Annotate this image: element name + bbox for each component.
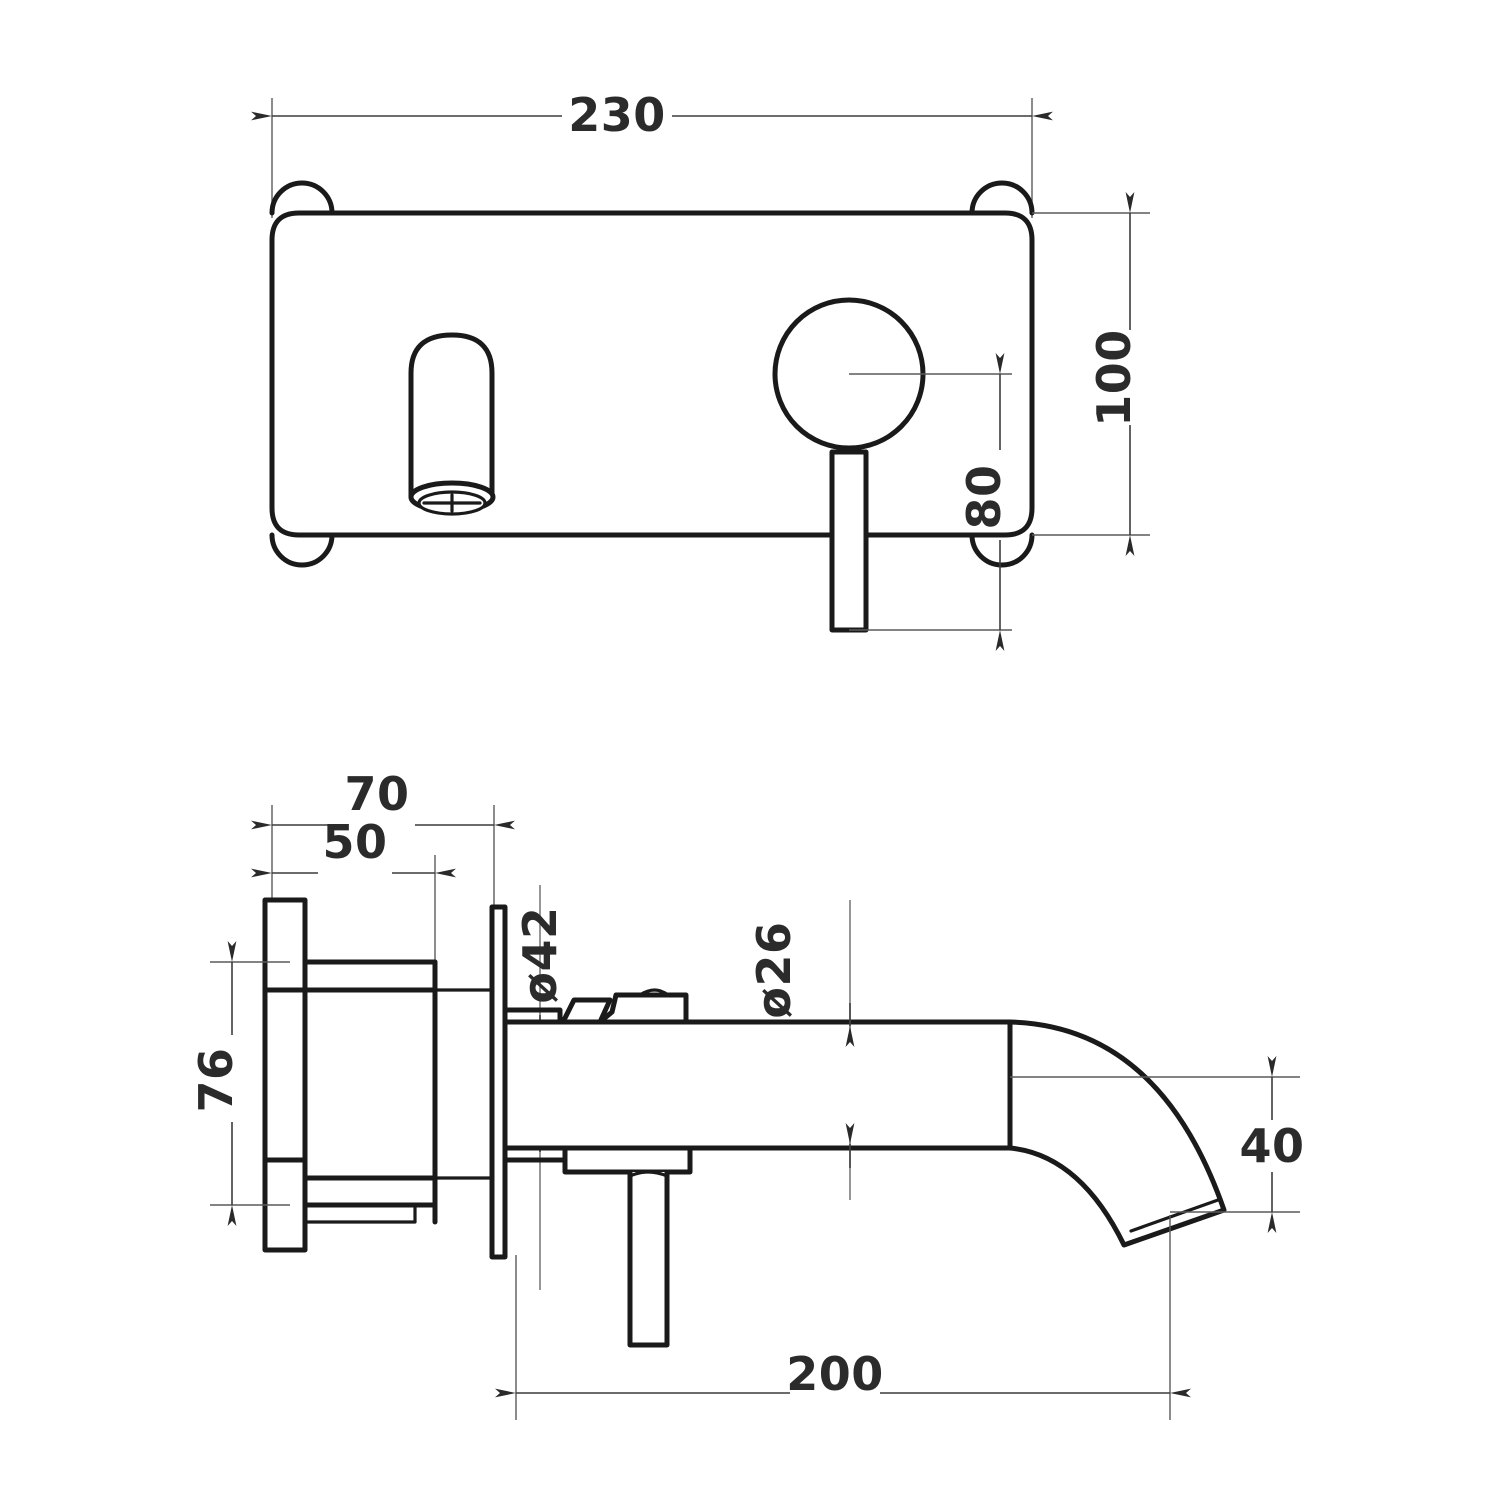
spout-curve-outlet [1007, 1019, 1227, 1248]
cartridge-cap [638, 988, 670, 997]
dim-label-80: 80 [957, 464, 1011, 529]
side-view-group: 70 50 ø42 [189, 767, 1304, 1420]
spout-outlet-face [1122, 1208, 1226, 1247]
corner-arc-bottom-left [269, 532, 335, 568]
lever-hub-side [562, 1145, 693, 1175]
dim-label-50: 50 [322, 815, 387, 869]
handle-lever-front [829, 449, 869, 633]
corner-arc-bottom-right [969, 532, 1035, 568]
spout-outlet-inner-face [1129, 1198, 1220, 1233]
bracket-arm-bottom [302, 1175, 438, 1208]
spout-collar-top [502, 1007, 563, 1025]
wall-bracket-top-flange [262, 897, 308, 993]
corner-arc-top-right [969, 180, 1035, 216]
dim-label-76: 76 [189, 1047, 243, 1112]
dim-label-26: ø26 [747, 921, 801, 1018]
spout-tube-side [502, 1019, 1013, 1151]
wall-bracket-web [262, 987, 308, 1163]
lever-shoulder [628, 1170, 669, 1178]
dim-label-100: 100 [1087, 329, 1141, 427]
corner-arc-top-left [269, 180, 335, 216]
handle-lever-side [627, 1169, 670, 1348]
bracket-arm-top [302, 959, 438, 993]
dim-label-230: 230 [568, 88, 666, 142]
dim-label-42: ø42 [513, 906, 567, 1003]
dim-label-40: 40 [1239, 1119, 1304, 1173]
cartridge-block [597, 992, 689, 1025]
dim-label-70: 70 [344, 767, 409, 821]
front-view-group: 230 100 80 [251, 88, 1150, 651]
spout-front-body [408, 332, 495, 500]
bracket-arm-bottom-lip [303, 1203, 417, 1224]
cartridge-wedge [560, 997, 613, 1025]
dim-label-200: 200 [786, 1347, 884, 1401]
